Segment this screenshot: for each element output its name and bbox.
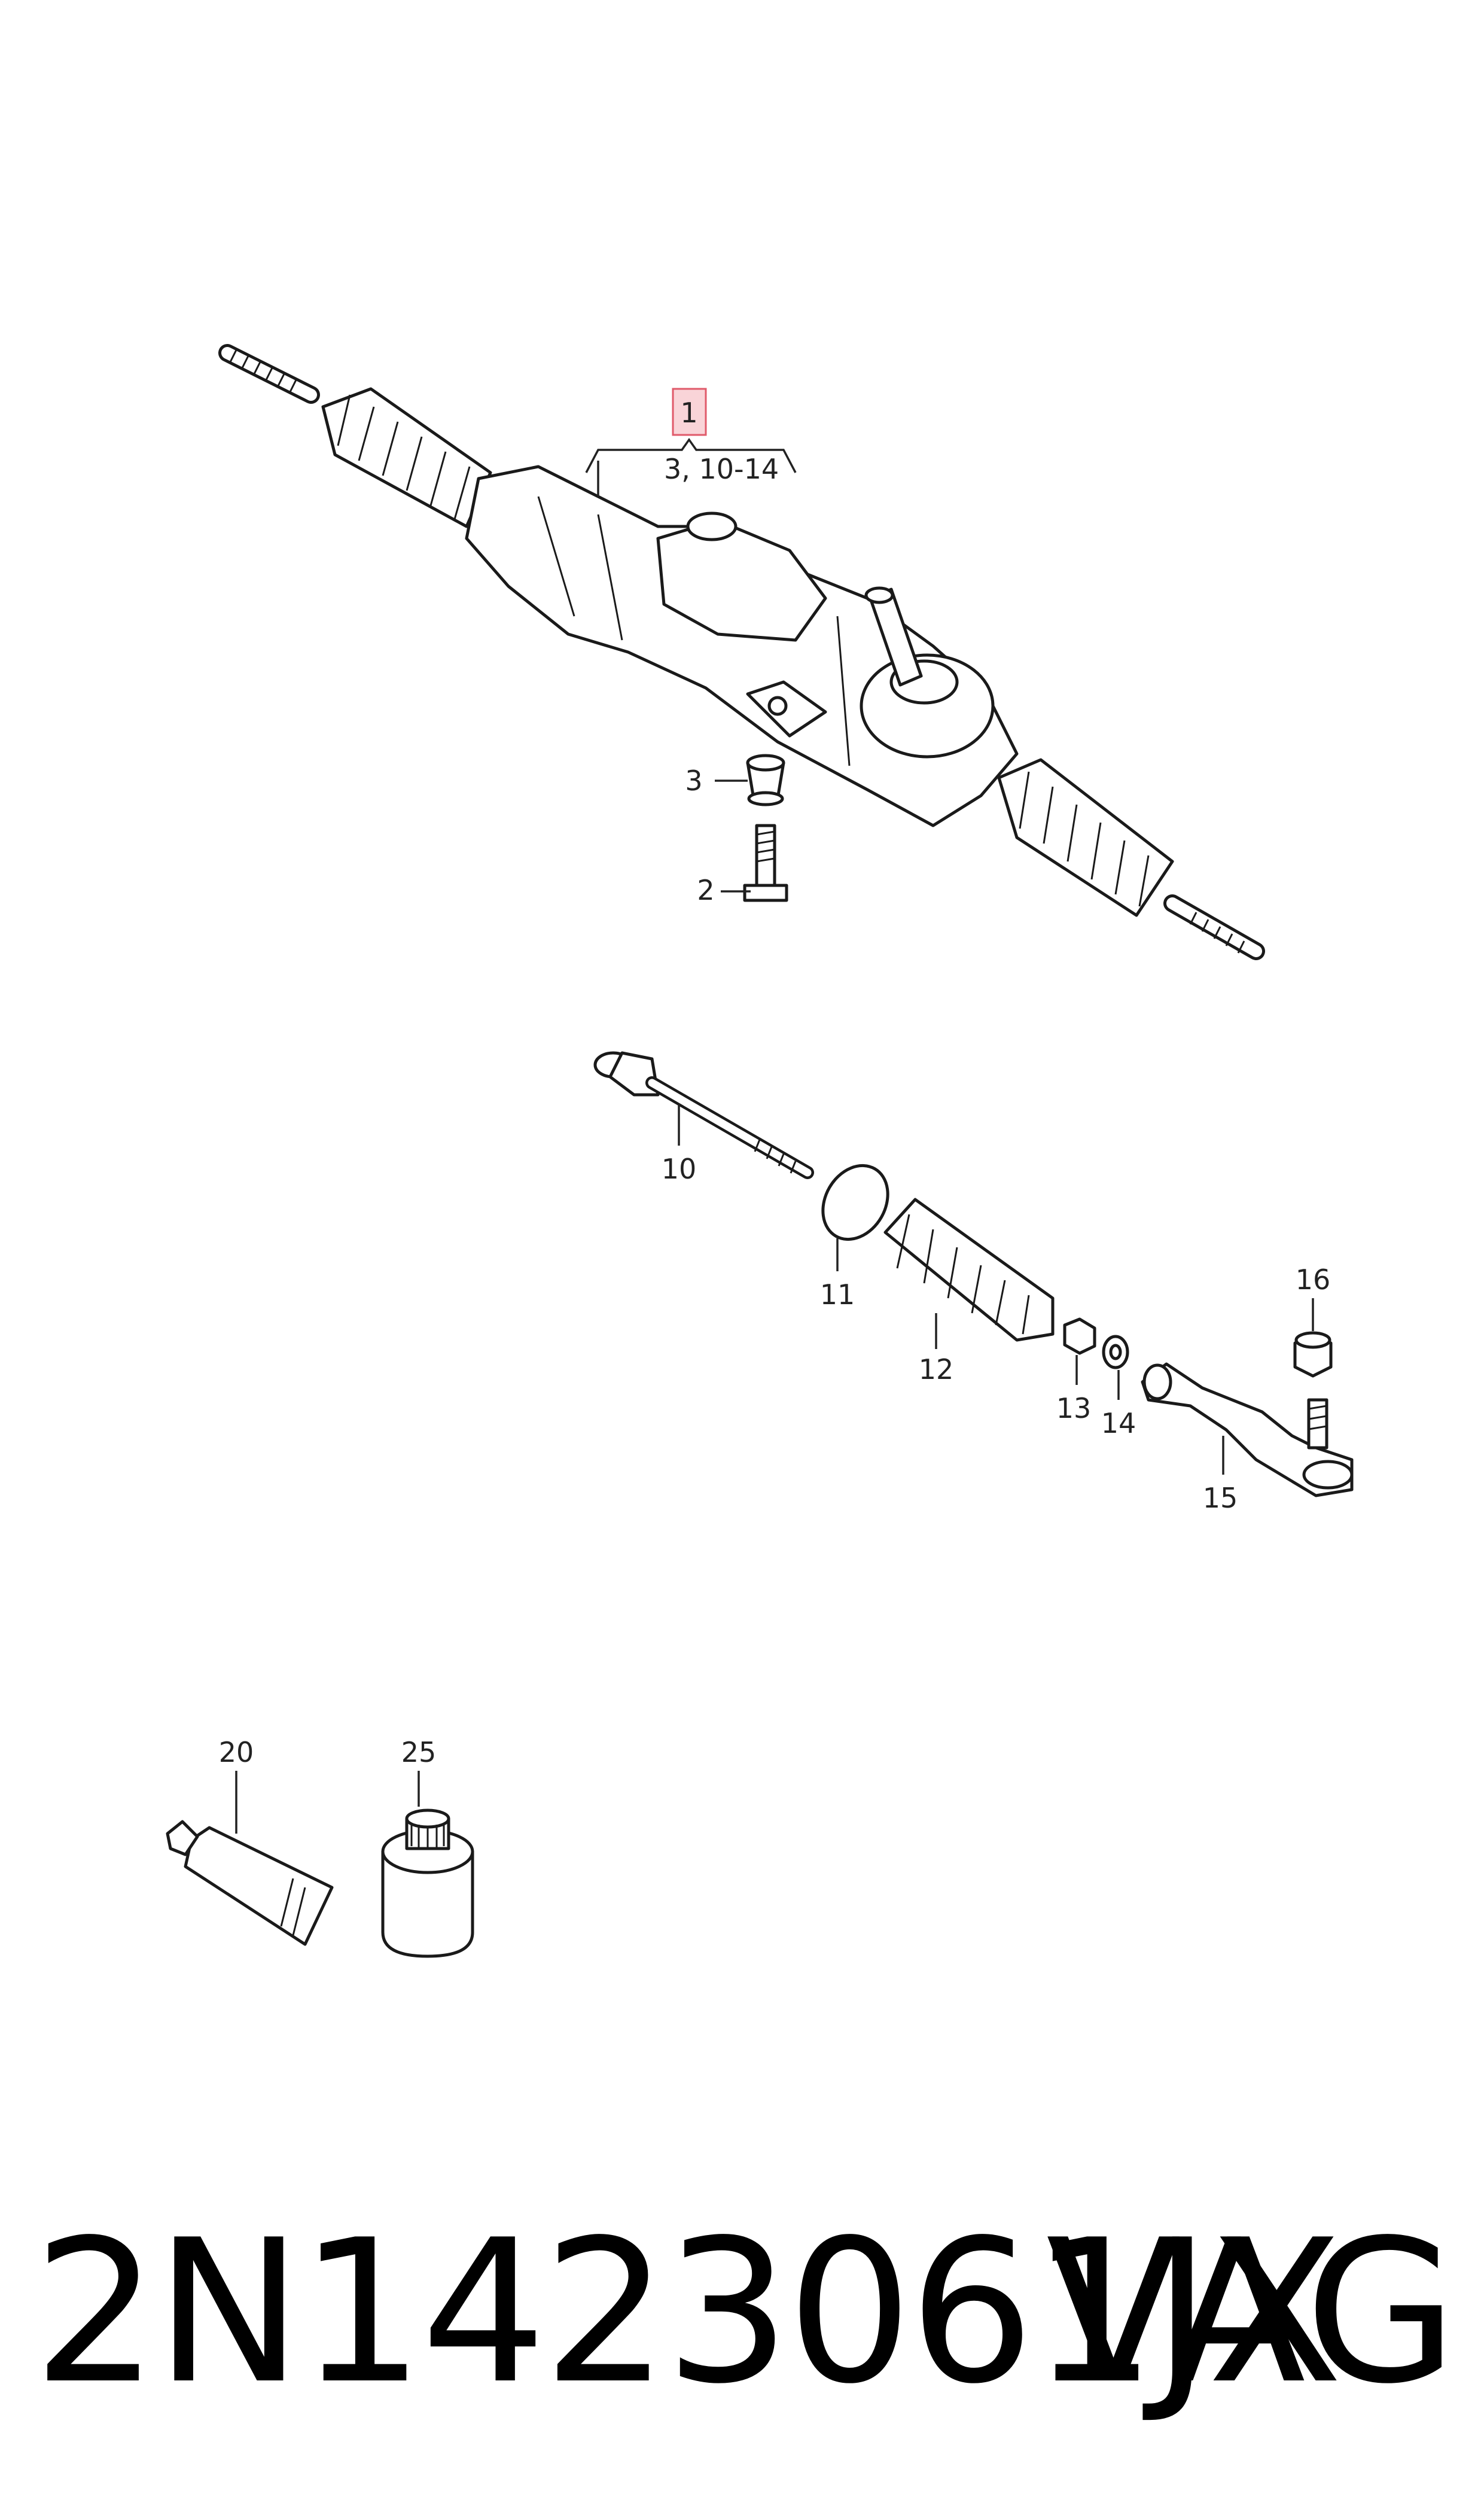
callout-1-range: 3, 10-14: [664, 453, 779, 485]
callout-2: 2: [697, 874, 714, 906]
bushing-part-3: [746, 754, 785, 806]
bolt-part-2: [743, 824, 788, 902]
callout-10: 10: [662, 1153, 697, 1185]
grease-tube-part-20: [166, 1820, 334, 1946]
nut-part-16: [1293, 1331, 1333, 1378]
callout-1-bracket: [585, 437, 797, 473]
callout-11: 11: [820, 1278, 855, 1311]
clamp-ring-part-11: [821, 1164, 889, 1241]
part-number: 2N1423061JX: [33, 2197, 1343, 2427]
callout-13: 13: [1056, 1392, 1092, 1424]
callout-20: 20: [219, 1736, 254, 1768]
nut-part-13: [1063, 1317, 1096, 1355]
callout-1-group[interactable]: 1 3, 10-14: [585, 388, 797, 497]
container-part-25: [381, 1808, 474, 1958]
brand-name: VAG: [1046, 2197, 1460, 2427]
callout-16: 16: [1296, 1263, 1331, 1296]
washer-part-14-hole: [1109, 1344, 1122, 1360]
callout-12: 12: [919, 1353, 954, 1386]
callout-15: 15: [1203, 1482, 1238, 1514]
inner-tie-rod-part-10: [593, 1051, 814, 1179]
steering-rack-assembly: [218, 344, 1265, 960]
callout-3: 3: [685, 765, 702, 797]
callout-1-highlight: [672, 388, 707, 436]
callout-1: 1: [680, 397, 697, 429]
boot-part-12: [883, 1198, 1055, 1342]
tie-rod-end-part-15: [1141, 1362, 1354, 1497]
callout-25: 25: [401, 1736, 437, 1768]
callout-14: 14: [1101, 1407, 1136, 1439]
